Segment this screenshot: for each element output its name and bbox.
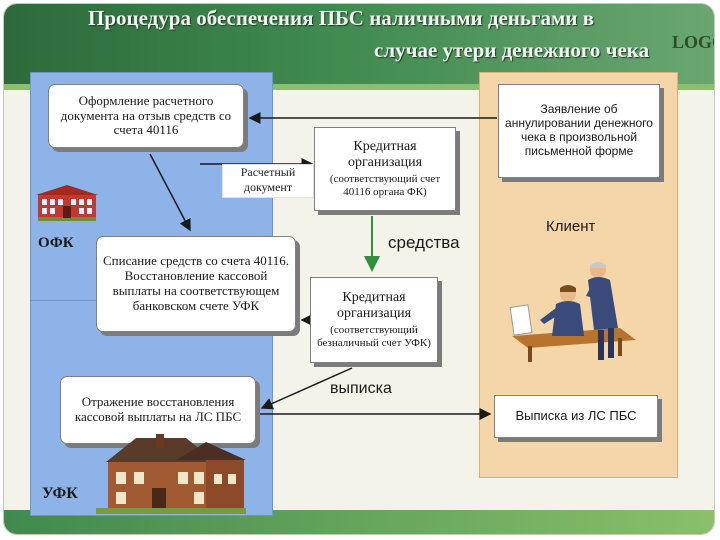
- credit-org-2-title: Кредитная организация: [336, 290, 412, 322]
- credit-org-1-box: Кредитная организация (соответствующий с…: [314, 127, 456, 211]
- slide-title-line-2: случае утери денежного чека: [374, 38, 650, 62]
- slide-title-line-1: Процедура обеспечения ПБС наличными день…: [88, 6, 595, 30]
- credit-org-2-subtitle: (соответствующий безналичный счет УФК): [317, 324, 431, 350]
- header-stripe: [4, 84, 714, 90]
- credit-org-1-title: Кредитная организация: [347, 139, 423, 171]
- brick-house-icon: [96, 434, 246, 514]
- arrow-statement-to-reflection: [260, 367, 353, 410]
- header-bar: [4, 4, 714, 84]
- credit-org-2-box: Кредитная организация (соответствующий б…: [310, 277, 438, 363]
- logo: LOGO: [672, 32, 714, 52]
- credit-org-1-subtitle: (соответствующий счет 40116 органа ФК): [329, 173, 441, 199]
- client-statement-box: Выписка из ЛС ПБС: [494, 395, 658, 438]
- statement-label: выписка: [330, 380, 392, 397]
- arrow-ofk-to-writeoff: [149, 153, 191, 232]
- office-building-icon: [36, 185, 98, 221]
- reflection-box: Отражение восстановления кассовой выплат…: [60, 376, 256, 444]
- payment-document-label: Расчетный документ: [222, 164, 314, 198]
- ofk-processing-box: Оформление расчетного документа на отзыв…: [48, 84, 244, 148]
- ufk-label: УФК: [42, 485, 78, 502]
- office-workers-icon: [509, 262, 636, 362]
- client-label: Клиент: [546, 218, 596, 235]
- ofk-label: ОФК: [38, 235, 74, 251]
- application-box: Заявление об аннулировании денежного чек…: [498, 84, 660, 178]
- funds-label: средства: [388, 233, 460, 252]
- write-off-box: Списание средств со счета 40116. Восстан…: [96, 236, 296, 332]
